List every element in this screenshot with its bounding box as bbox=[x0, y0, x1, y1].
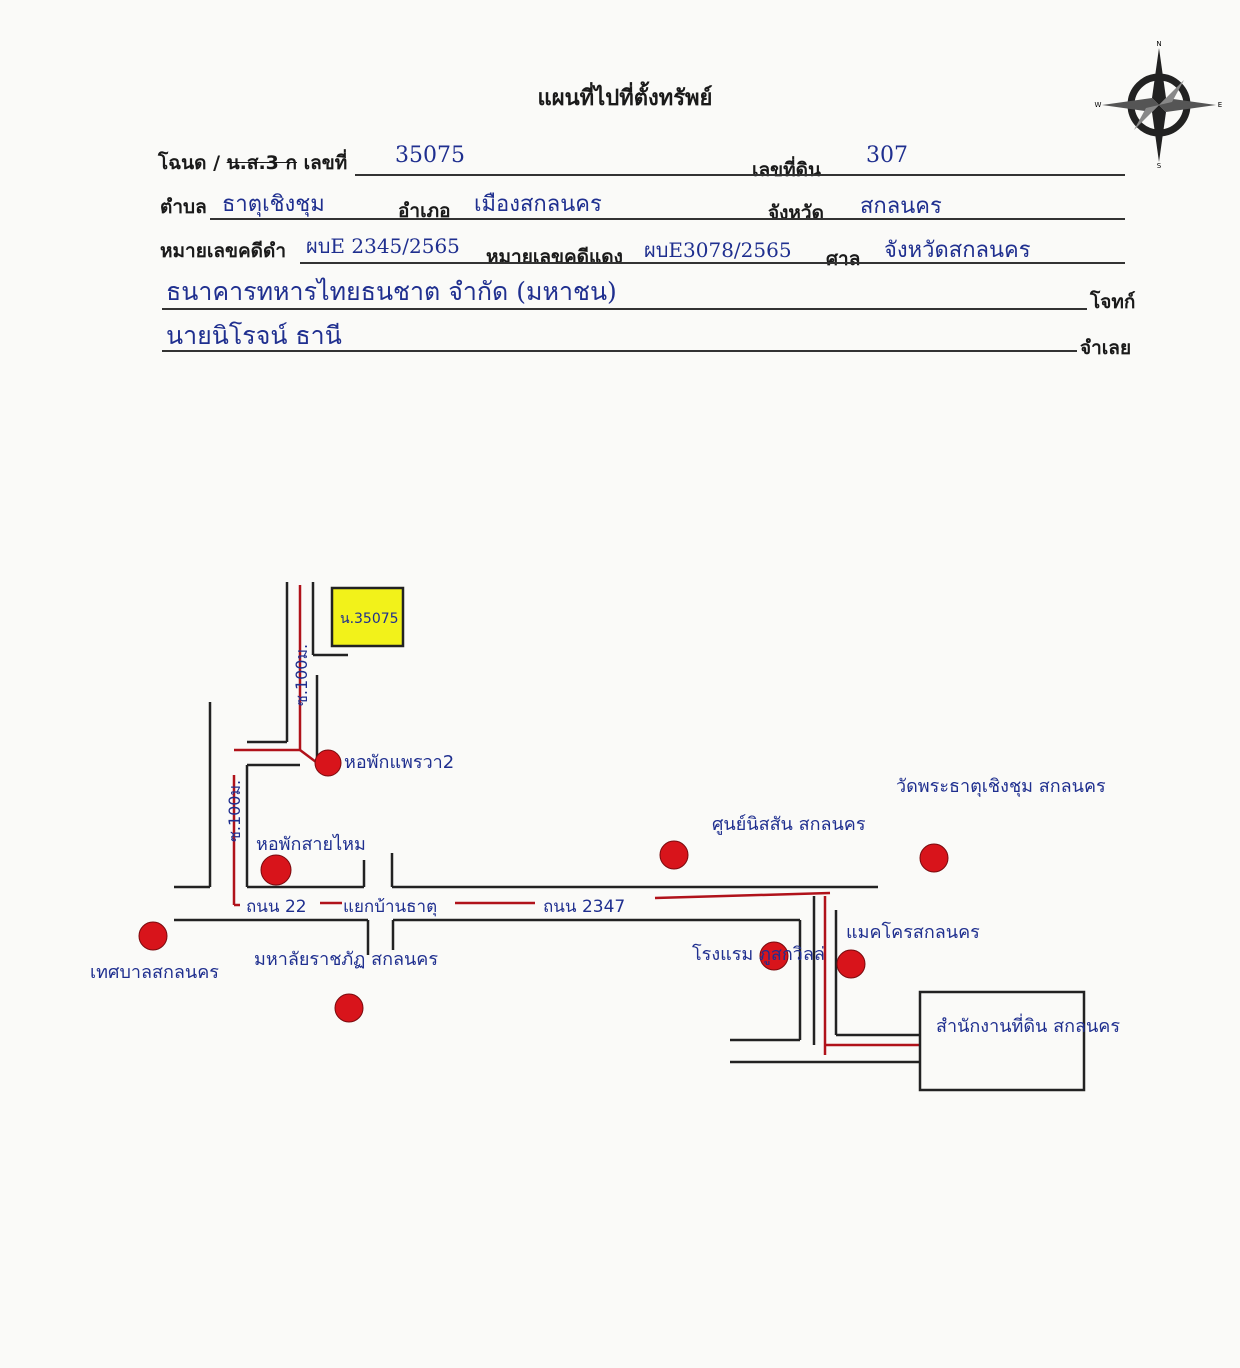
defendant-label: จำเลย bbox=[1080, 337, 1132, 359]
court-value: จังหวัดสกลนคร bbox=[884, 238, 1031, 263]
deed-no-label: เลขที่ bbox=[303, 152, 348, 174]
province-value: สกลนคร bbox=[860, 194, 942, 219]
court-label: ศาล bbox=[826, 248, 861, 270]
landmark-label-makro: แมคโครสกลนคร bbox=[846, 921, 980, 943]
marker-municipality-icon bbox=[138, 921, 168, 951]
marker-nissan-icon bbox=[659, 840, 689, 870]
landmark-label-land-office: สำนักงานที่ดิน สกลนคร bbox=[936, 1013, 1120, 1037]
marker-saimai-icon bbox=[260, 854, 292, 886]
marker-makro-icon bbox=[836, 949, 866, 979]
deed-struck-text: น.ส.3 ก bbox=[226, 152, 298, 174]
district-label: อำเภอ bbox=[398, 200, 451, 222]
compass-north-label: N bbox=[1156, 40, 1161, 48]
route-lines bbox=[232, 585, 920, 1055]
compass-rose-icon: N S E W bbox=[1095, 40, 1223, 170]
compass-east-label: E bbox=[1218, 101, 1222, 109]
landmark-label-saimai: หอพักสายไหม bbox=[256, 833, 366, 855]
landmark-label-nissan: ศูนย์นิสสัน สกลนคร bbox=[712, 814, 866, 835]
row2-rule bbox=[210, 218, 1125, 220]
landmark-label-hotel: โรงแรม ภูสกวิลล่ bbox=[692, 943, 825, 965]
deed-label-text: โฉนด / bbox=[158, 152, 221, 174]
row4-rule bbox=[162, 308, 1087, 310]
road-label-small-soi: ซ.100ม. bbox=[292, 644, 311, 706]
row5-rule bbox=[162, 350, 1077, 352]
road-label-22: ถนน 22 bbox=[246, 897, 307, 917]
red-case-label: หมายเลขคดีแดง bbox=[486, 246, 623, 268]
defendant-value: นายนิโรจน์ ธานี bbox=[166, 321, 342, 350]
landmark-label-praewa2: หอพักแพรวา2 bbox=[344, 752, 454, 773]
landmark-markers bbox=[138, 749, 949, 1023]
subdistrict-label: ตำบล bbox=[160, 196, 207, 218]
landmark-label-municipality: เทศบาลสกลนคร bbox=[90, 962, 219, 983]
land-no-value: 307 bbox=[866, 143, 908, 168]
red-case-value: ผบE3078/2565 bbox=[644, 238, 792, 262]
deed-label: โฉนด / น.ส.3 ก เลขที่ bbox=[158, 148, 347, 178]
land-office-box bbox=[918, 990, 1086, 1092]
province-label: จังหวัด bbox=[768, 202, 824, 224]
marker-wat-icon bbox=[919, 843, 949, 873]
compass-south-label: S bbox=[1157, 162, 1162, 170]
district-value: เมืองสกลนคร bbox=[474, 192, 602, 217]
marker-rajabhat-icon bbox=[334, 993, 364, 1023]
black-case-value: ผบE 2345/2565 bbox=[306, 234, 460, 258]
plaintiff-label: โจทก์ bbox=[1090, 291, 1136, 313]
row3-rule bbox=[300, 262, 1125, 264]
road-label-2347: ถนน 2347 bbox=[543, 897, 625, 917]
road-label-large-soi: ซ.100ม. bbox=[225, 780, 244, 842]
junction-label: แยกบ้านธาตุ bbox=[343, 897, 437, 917]
page-title: แผนที่ไปที่ตั้งทรัพย์ bbox=[537, 86, 713, 111]
marker-hotel-icon bbox=[759, 941, 789, 971]
property-plot bbox=[330, 586, 405, 648]
black-case-label: หมายเลขคดีดำ bbox=[160, 240, 287, 262]
landmark-label-rajabhat: มหาลัยราชภัฏ สกลนคร bbox=[254, 949, 438, 970]
landmark-label-wat: วัดพระธาตุเชิงชุม สกลนคร bbox=[896, 776, 1106, 797]
route-map: น.35075 ซ.100ม. ซ.100ม. ถนน 22 แยกบ้านธา… bbox=[90, 582, 1120, 1092]
land-no-label: เลขที่ดิน bbox=[752, 159, 821, 181]
plaintiff-value: ธนาคารทหารไทยธนชาต จำกัด (มหาชน) bbox=[166, 277, 617, 306]
property-plot-label: น.35075 bbox=[340, 611, 399, 627]
row1-rule bbox=[355, 174, 1125, 176]
road-outlines bbox=[174, 582, 920, 1064]
deed-no-value: 35075 bbox=[395, 143, 465, 168]
marker-praewa2-icon bbox=[314, 749, 342, 777]
subdistrict-value: ธาตุเชิงชุม bbox=[222, 192, 325, 217]
compass-west-label: W bbox=[1095, 101, 1102, 109]
